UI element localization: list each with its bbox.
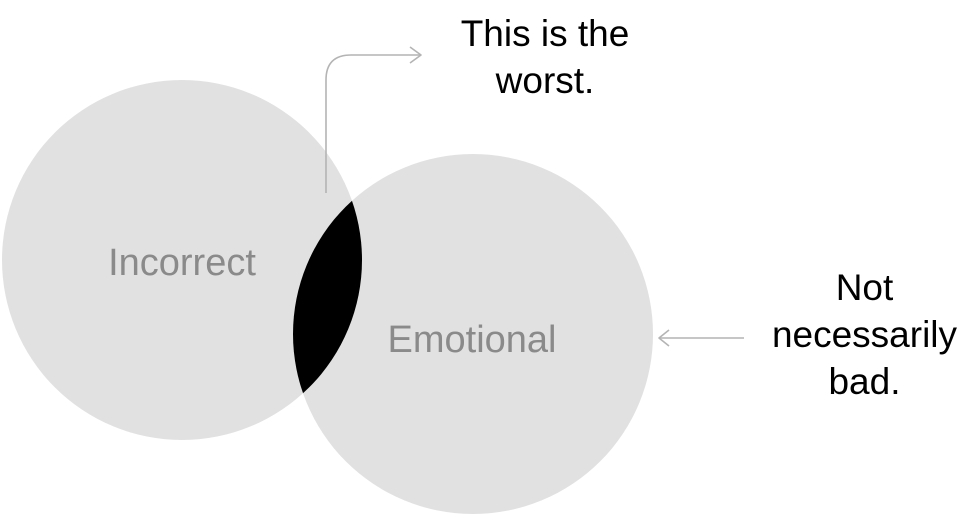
- callout-not-bad: Not necessarily bad.: [752, 264, 977, 405]
- callout-worst-line-1: This is the: [460, 13, 630, 54]
- circle-emotional: [293, 154, 653, 514]
- callout-not-bad-line-3: bad.: [828, 361, 901, 402]
- callout-not-bad-line-1: Not: [835, 267, 894, 308]
- callout-worst-line-2: worst.: [495, 60, 595, 101]
- label-incorrect: Incorrect: [108, 242, 256, 284]
- arrow-right-head: [658, 329, 670, 347]
- arrow-to-top-callout: [325, 54, 420, 193]
- callout-not-bad-line-2: necessarily: [771, 314, 958, 355]
- circle-incorrect: [2, 80, 362, 440]
- arrow-top-head: [409, 46, 422, 64]
- callout-worst: This is the worst.: [435, 10, 655, 104]
- label-emotional: Emotional: [388, 319, 557, 361]
